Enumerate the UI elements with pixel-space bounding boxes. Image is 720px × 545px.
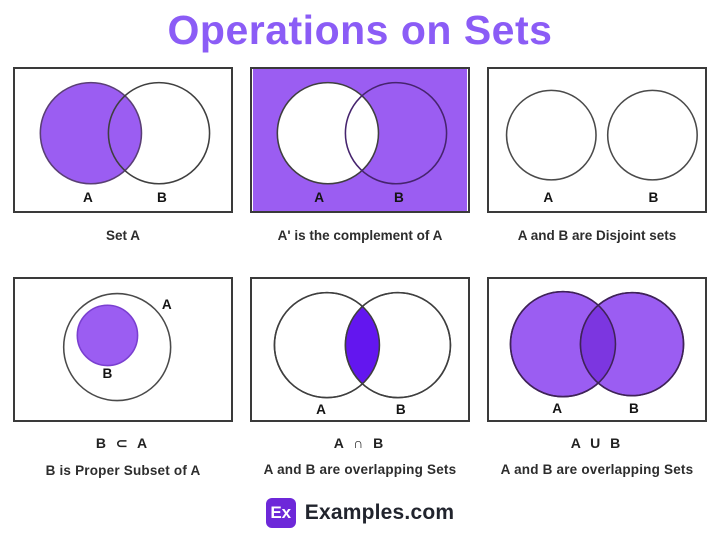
circle-b — [76, 304, 139, 367]
caption-proper-subset: B is Proper Subset of A — [45, 463, 201, 478]
label-b: B — [648, 190, 658, 205]
label-b: B — [629, 401, 639, 416]
union-overlap-region — [580, 292, 616, 396]
venn-box-disjoint: A B — [487, 67, 707, 213]
circle-b — [344, 81, 448, 185]
examples-brand-text: Examples.com — [304, 501, 455, 524]
panel-proper-subset: A B B ⊂ A B is Proper Subset of A — [13, 277, 233, 478]
label-a: A — [316, 402, 326, 417]
venn-diagram-proper-subset: A B — [62, 292, 172, 402]
label-a: A — [314, 190, 324, 205]
circle-a — [276, 81, 380, 185]
panel-set-a: A B Set A — [13, 67, 233, 243]
caption-set-a: Set A — [105, 228, 140, 243]
venn-box-set-a: A B — [13, 67, 233, 213]
formula-intersection: A ∩ B — [333, 435, 387, 451]
circle-b — [107, 81, 211, 185]
label-a: A — [552, 401, 562, 416]
panel-disjoint: A B A and B are Disjoint sets — [487, 67, 707, 243]
label-b: B — [103, 366, 113, 381]
venn-grid: A B Set A A B A' is the complement of A — [0, 67, 720, 478]
venn-box-intersection: A B — [250, 277, 470, 422]
circle-a-outline — [509, 290, 617, 398]
circle-b-outline — [579, 291, 685, 397]
label-b: B — [394, 190, 404, 205]
circle-b — [606, 89, 698, 181]
page-title: Operations on Sets — [167, 7, 553, 53]
caption-disjoint: A and B are Disjoint sets — [517, 228, 677, 243]
venn-box-proper-subset: A B — [13, 277, 233, 422]
examples-logo-icon: Ex — [265, 498, 296, 528]
panel-union: A B A U B A and B are overlapping Sets — [487, 277, 707, 478]
venn-diagram-union: A B — [509, 290, 685, 416]
formula-union: A U B — [570, 435, 624, 451]
circle-a — [505, 89, 597, 181]
label-a: A — [543, 190, 553, 205]
circle-a-outline — [273, 291, 381, 399]
label-a: A — [83, 190, 93, 205]
venn-box-union: A B — [487, 277, 707, 422]
circle-b-outline — [344, 291, 452, 399]
venn-diagram-disjoint: A B — [505, 89, 698, 205]
caption-complement: A' is the complement of A — [277, 228, 443, 243]
panel-complement: A B A' is the complement of A — [250, 67, 470, 243]
label-a: A — [162, 297, 172, 312]
venn-diagram-set-a: A B — [39, 81, 211, 205]
venn-box-complement: A B — [250, 67, 470, 213]
footer-logo: Ex Examples.com — [0, 498, 720, 528]
caption-union: A and B are overlapping Sets — [500, 462, 694, 477]
caption-intersection: A and B are overlapping Sets — [263, 462, 457, 477]
venn-diagram-complement: A B — [253, 69, 467, 211]
label-b: B — [396, 402, 406, 417]
venn-diagram-intersection: A B — [273, 291, 452, 417]
formula-proper-subset: B ⊂ A — [95, 435, 151, 451]
label-b: B — [157, 190, 167, 205]
panel-intersection: A B A ∩ B A and B are overlapping Sets — [250, 277, 470, 478]
circle-a — [39, 81, 143, 185]
